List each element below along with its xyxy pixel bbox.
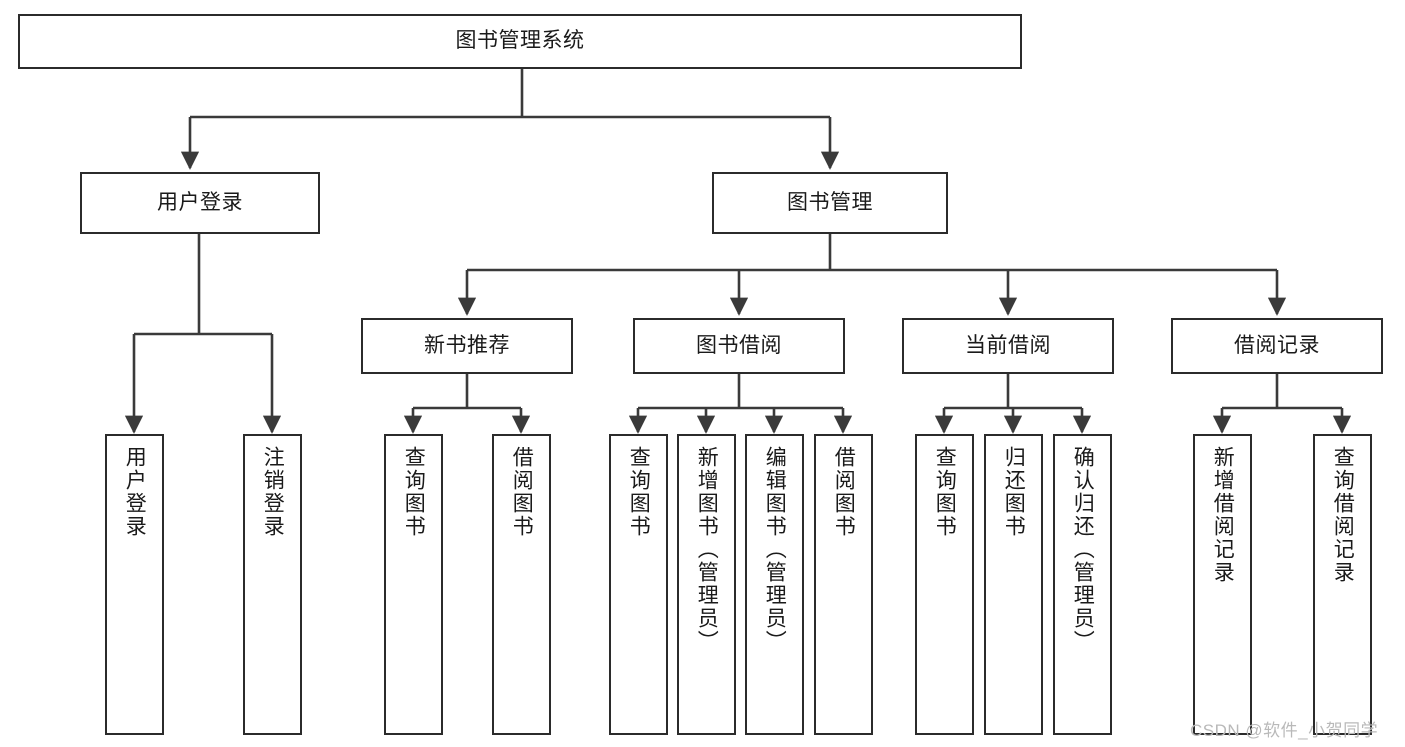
node-leaf-add-book-admin[interactable]: 新增图书（管理员） bbox=[677, 434, 736, 735]
node-book-management[interactable]: 图书管理 bbox=[712, 172, 948, 234]
node-leaf-logout[interactable]: 注销登录 bbox=[243, 434, 302, 735]
node-label: 注销登录 bbox=[261, 446, 285, 538]
node-leaf-query-book-recommend[interactable]: 查询图书 bbox=[384, 434, 443, 735]
node-root-system[interactable]: 图书管理系统 bbox=[18, 14, 1022, 69]
node-label: 查询图书 bbox=[402, 446, 426, 538]
node-label: 用户登录 bbox=[157, 190, 243, 214]
csdn-watermark: CSDN @软件_小贺同学 bbox=[1190, 721, 1379, 740]
node-label: 图书管理系统 bbox=[455, 29, 585, 53]
node-leaf-user-login[interactable]: 用户登录 bbox=[105, 434, 164, 735]
node-leaf-borrow-book-recommend[interactable]: 借阅图书 bbox=[492, 434, 551, 735]
node-label: 借阅图书 bbox=[510, 446, 534, 538]
node-label: 确认归还（管理员） bbox=[1071, 446, 1095, 653]
node-label: 新增图书（管理员） bbox=[695, 446, 719, 653]
node-leaf-add-borrow-record[interactable]: 新增借阅记录 bbox=[1193, 434, 1252, 735]
node-current-borrow[interactable]: 当前借阅 bbox=[902, 318, 1114, 374]
node-label: 编辑图书（管理员） bbox=[763, 446, 787, 653]
node-label: 用户登录 bbox=[123, 446, 147, 538]
node-label: 当前借阅 bbox=[965, 333, 1051, 357]
node-label: 新增借阅记录 bbox=[1211, 446, 1235, 584]
node-leaf-query-book-current[interactable]: 查询图书 bbox=[915, 434, 974, 735]
node-label: 归还图书 bbox=[1002, 446, 1026, 538]
node-new-book-recommend[interactable]: 新书推荐 bbox=[361, 318, 573, 374]
node-book-borrow[interactable]: 图书借阅 bbox=[633, 318, 845, 374]
node-label: 新书推荐 bbox=[424, 333, 510, 357]
node-label: 查询借阅记录 bbox=[1331, 446, 1355, 584]
node-label: 查询图书 bbox=[627, 446, 651, 538]
node-user-login[interactable]: 用户登录 bbox=[80, 172, 320, 234]
node-label: 图书管理 bbox=[787, 190, 873, 214]
node-borrow-record[interactable]: 借阅记录 bbox=[1171, 318, 1383, 374]
node-leaf-query-borrow-record[interactable]: 查询借阅记录 bbox=[1313, 434, 1372, 735]
node-label: 查询图书 bbox=[933, 446, 957, 538]
node-label: 图书借阅 bbox=[696, 333, 782, 357]
node-label: 借阅图书 bbox=[832, 446, 856, 538]
node-leaf-confirm-return-admin[interactable]: 确认归还（管理员） bbox=[1053, 434, 1112, 735]
node-label: 借阅记录 bbox=[1234, 333, 1320, 357]
node-leaf-edit-book-admin[interactable]: 编辑图书（管理员） bbox=[745, 434, 804, 735]
node-leaf-borrow-book[interactable]: 借阅图书 bbox=[814, 434, 873, 735]
node-leaf-query-book-borrow[interactable]: 查询图书 bbox=[609, 434, 668, 735]
node-leaf-return-book[interactable]: 归还图书 bbox=[984, 434, 1043, 735]
